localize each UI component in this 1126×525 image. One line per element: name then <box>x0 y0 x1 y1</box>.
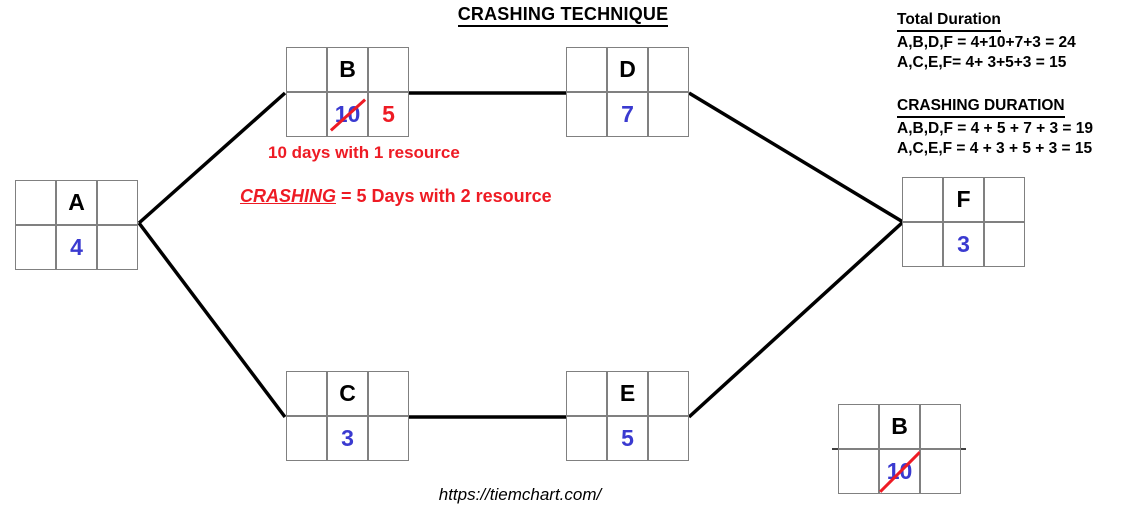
footer-url: https://tiemchart.com/ <box>438 485 602 504</box>
node-b2-cell-top-right <box>920 404 961 449</box>
annotation-crashing-duration: CRASHING = 5 Days with 2 resource <box>240 186 552 207</box>
node-a-letter: A <box>56 180 97 225</box>
node-e-duration: 5 <box>607 416 648 461</box>
note-total-duration-line-2: A,C,E,F= 4+ 3+5+3 = 15 <box>897 53 1067 71</box>
edge-d-to-f <box>688 91 904 224</box>
node-a-cell-top-right <box>97 180 138 225</box>
node-d-cell-bottom-left <box>566 92 607 137</box>
node-e-cell-top-left <box>566 371 607 416</box>
node-f-cell-top-left <box>902 177 943 222</box>
node-b-cell-top-right <box>368 47 409 92</box>
node-e-cell-bottom-right <box>648 416 689 461</box>
node-e-cell-top-right <box>648 371 689 416</box>
node-c-cell-top-right <box>368 371 409 416</box>
node-a-cell-bottom-right <box>97 225 138 270</box>
page-title: CRASHING TECHNIQUE <box>0 4 1126 27</box>
annotation-original-duration: 10 days with 1 resource <box>268 143 460 162</box>
node-b2-duration: 10 <box>878 449 921 494</box>
node-c-cell-bottom-left <box>286 416 327 461</box>
node-d-cell-top-left <box>566 47 607 92</box>
node-b-duration: 10 <box>327 92 368 137</box>
node-a-cell-bottom-left <box>15 225 56 270</box>
node-a-duration: 4 <box>56 225 97 270</box>
note-crashing-duration-line-2: A,C,E,F = 4 + 3 + 5 + 3 = 15 <box>897 139 1093 157</box>
node-a-cell-top-left <box>15 180 56 225</box>
node-b2-letter: B <box>879 404 920 449</box>
node-d-letter: D <box>607 47 648 92</box>
note-crashing-duration: CRASHING DURATION A,B,D,F = 4 + 5 + 7 + … <box>897 96 1093 158</box>
note-total-duration-heading: Total Duration <box>897 10 1001 32</box>
node-b-crashed-duration: 5 <box>368 92 409 137</box>
note-total-duration-line-1: A,B,D,F = 4+10+7+3 = 24 <box>897 33 1076 51</box>
page-title-text: CRASHING TECHNIQUE <box>457 4 669 27</box>
node-b2-cell-bottom-left <box>838 449 879 494</box>
edge-e-to-f <box>687 220 905 419</box>
note-total-duration: Total Duration A,B,D,F = 4+10+7+3 = 24 A… <box>897 10 1076 72</box>
node-d-duration: 7 <box>607 92 648 137</box>
node-f-letter: F <box>943 177 984 222</box>
node-b-letter: B <box>327 47 368 92</box>
node-c-duration: 3 <box>327 416 368 461</box>
node-c-cell-bottom-right <box>368 416 409 461</box>
node-c-cell-top-left <box>286 371 327 416</box>
node-f-cell-top-right <box>984 177 1025 222</box>
node-d-cell-top-right <box>648 47 689 92</box>
node-b-cell-bottom-left <box>286 92 327 137</box>
node-b-cell-top-left <box>286 47 327 92</box>
node-b2-cell-top-left <box>838 404 879 449</box>
node-e-letter: E <box>607 371 648 416</box>
node-c-letter: C <box>327 371 368 416</box>
annotation-crashing-keyword: CRASHING <box>240 186 337 206</box>
node-f-cell-bottom-right <box>984 222 1025 267</box>
node-f-duration: 3 <box>943 222 984 267</box>
note-crashing-duration-line-1: A,B,D,F = 4 + 5 + 7 + 3 = 19 <box>897 119 1094 137</box>
node-b2-cell-bottom-right <box>920 449 961 494</box>
node-f-cell-bottom-left <box>902 222 943 267</box>
node-e-cell-bottom-left <box>566 416 607 461</box>
strikethrough-icon <box>329 97 366 132</box>
edge-a-to-c <box>137 221 287 419</box>
annotation-crashing-rest: = 5 Days with 2 resource <box>336 186 552 206</box>
note-crashing-duration-heading: CRASHING DURATION <box>897 96 1065 118</box>
node-d-cell-bottom-right <box>648 92 689 137</box>
